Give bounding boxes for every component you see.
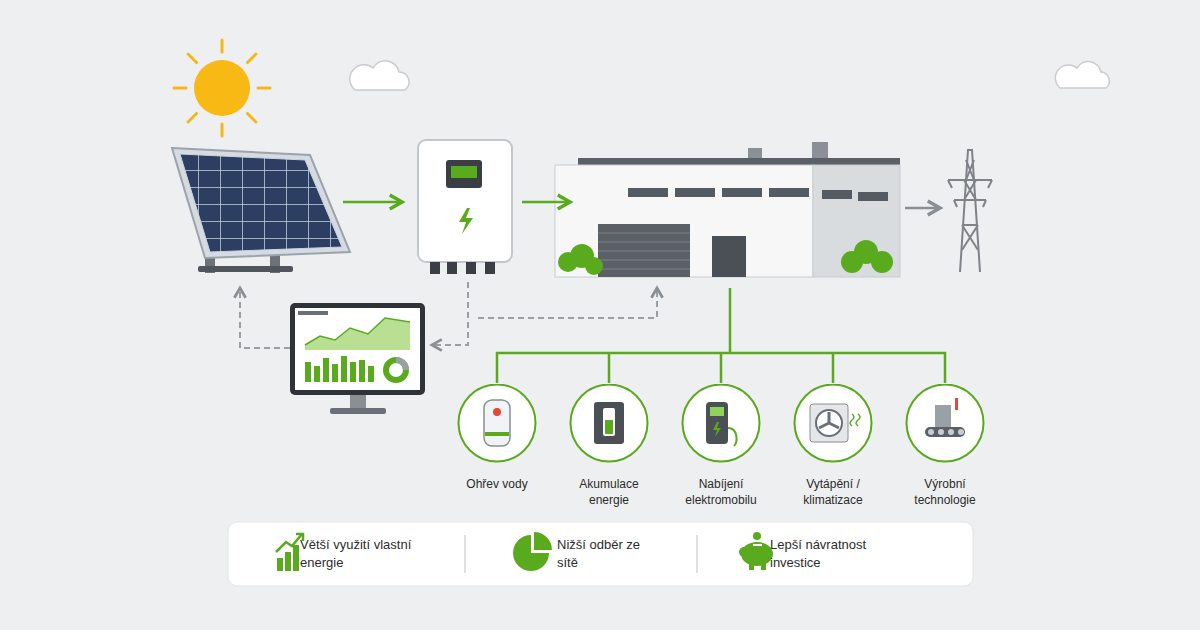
consumer-circle: Vytápění / klimatizace	[773, 384, 893, 508]
ev-charger-icon	[706, 402, 736, 446]
circle-border	[907, 385, 984, 462]
sun-ray	[221, 40, 224, 52]
inverter	[418, 140, 512, 274]
circle-outline	[661, 384, 781, 464]
benefit-label: Nižší odběr ze sítě	[557, 536, 643, 572]
data-link	[240, 282, 657, 348]
circle-ground	[458, 384, 984, 462]
consumer-circle: Ohřev vody	[437, 384, 557, 492]
flow-arrow	[343, 202, 940, 208]
benefit-label: Lepší návratnost investice	[770, 536, 894, 572]
machine-icon	[925, 398, 965, 437]
sun-ray	[247, 113, 255, 121]
sun-ray	[188, 113, 196, 121]
consumer-label: Akumulace energie	[561, 476, 657, 508]
benefit-band	[228, 522, 973, 586]
consumer-label: Ohřev vody	[449, 476, 545, 492]
solar-panel	[172, 148, 350, 273]
sun-ray	[247, 54, 255, 62]
consumer-label: Vytápění / klimatizace	[785, 476, 881, 508]
benefit-band: Větší využití vlastní energie Nižší odběr…	[228, 522, 973, 586]
consumer-circle: Výrobní technologie	[885, 384, 1005, 508]
circle-border	[459, 385, 536, 462]
circle-border	[683, 385, 760, 462]
consumer-circle: Nabíjení elektromobilu	[661, 384, 781, 508]
battery-icon	[594, 402, 624, 444]
cloud	[350, 61, 1110, 90]
factory-building	[555, 142, 900, 277]
circle-outline	[885, 384, 1005, 464]
circle-outline	[549, 384, 669, 464]
distribution-line	[497, 288, 945, 383]
sun-ray	[258, 87, 270, 90]
sun-ray	[221, 124, 224, 136]
water-heater-icon	[484, 400, 510, 446]
circle-border	[571, 385, 648, 462]
benefit-label: Větší využití vlastní energie	[300, 536, 412, 572]
circle-outline	[437, 384, 557, 464]
sun-ray	[174, 87, 186, 90]
sun-ray	[188, 54, 196, 62]
heat-pump-icon	[810, 404, 860, 442]
monitor	[290, 303, 425, 414]
power-pylon	[948, 150, 992, 272]
consumer-circle: Akumulace energie	[549, 384, 669, 508]
circle-outline	[773, 384, 893, 464]
circle-border	[795, 385, 872, 462]
sun	[174, 40, 270, 136]
consumer-label: Výrobní technologie	[897, 476, 993, 508]
consumer-label: Nabíjení elektromobilu	[673, 476, 769, 508]
